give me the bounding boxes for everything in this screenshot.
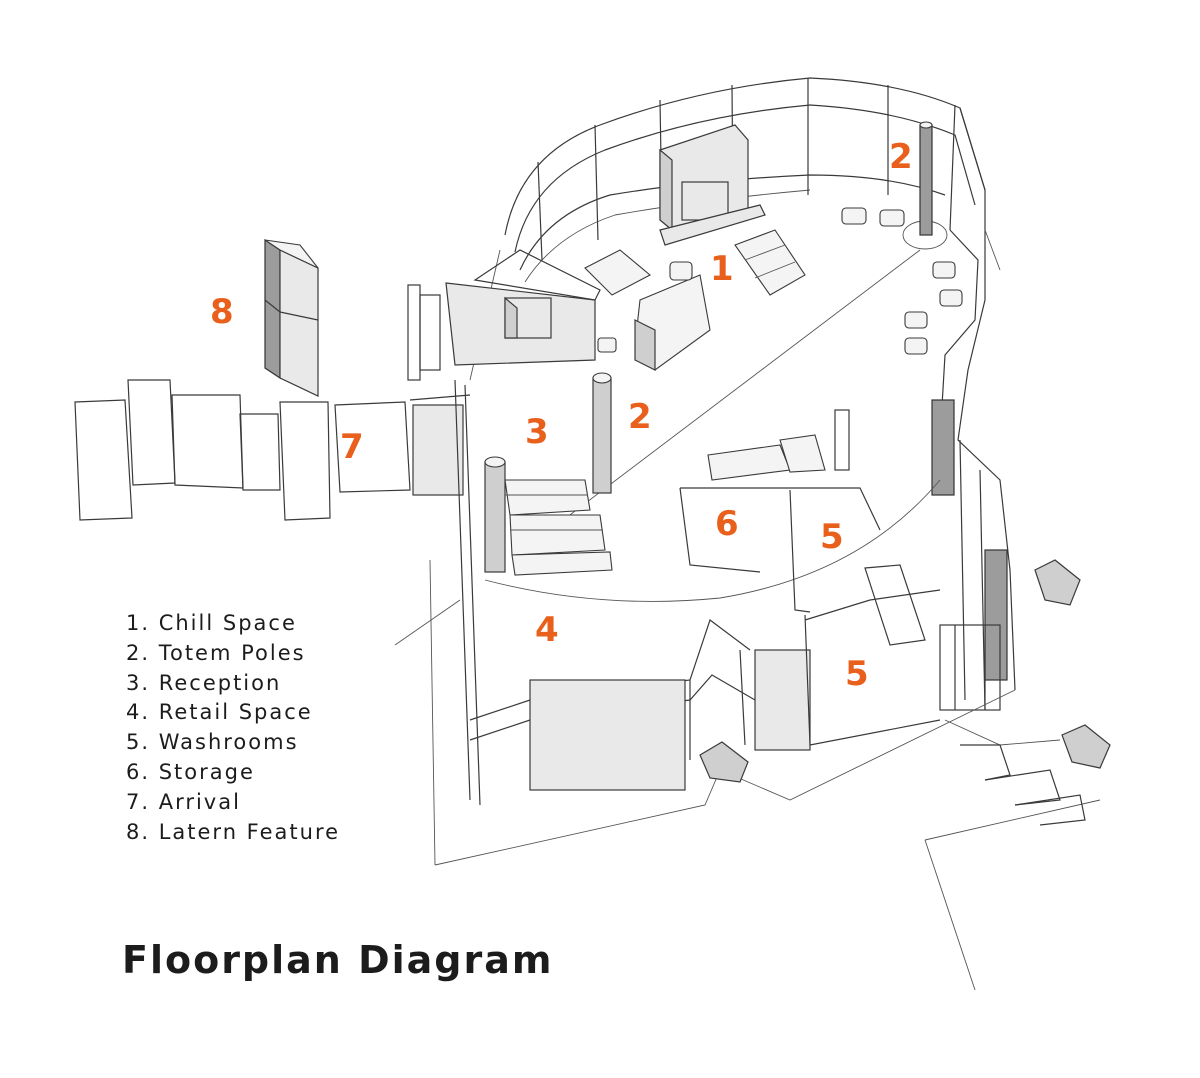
zone-label-lantern-feature: 8 <box>210 292 234 332</box>
zone-label-reception: 3 <box>525 412 549 452</box>
zone-label-washroom-upper: 5 <box>820 517 844 557</box>
legend-item: 5. Washrooms <box>126 730 299 755</box>
totem-pole-right <box>919 121 933 236</box>
lantern-feature <box>264 238 319 397</box>
zone-label-chill-space: 1 <box>710 249 734 289</box>
zone-label-totem-pole-right: 2 <box>889 137 913 177</box>
site-lines <box>394 229 1101 991</box>
partition-wall <box>445 249 601 366</box>
retail-front-wall <box>469 619 756 791</box>
zone-label-totem-pole-center: 2 <box>628 397 652 437</box>
legend-item: 2. Totem Poles <box>126 640 306 665</box>
reception-desk <box>484 372 613 576</box>
legend-item: 8. Latern Feature <box>126 819 341 844</box>
left-wall <box>407 284 481 806</box>
legend: 1. Chill Space 2. Totem Poles 3. Recepti… <box>126 609 340 847</box>
legend-item: 4. Retail Space <box>126 700 313 725</box>
zone-label-washroom-lower: 5 <box>845 654 869 694</box>
fireplace <box>659 124 766 246</box>
diagram-title: Floorplan Diagram <box>122 938 554 982</box>
arrival-pavers <box>74 379 411 521</box>
zone-label-arrival: 7 <box>340 427 364 467</box>
zone-label-storage: 6 <box>715 504 739 544</box>
right-wall <box>931 107 1016 711</box>
legend-item: 1. Chill Space <box>126 611 297 635</box>
lounge-furniture <box>584 207 963 371</box>
site-objects <box>699 559 1111 783</box>
washroom-partitions <box>754 564 1001 751</box>
zone-label-retail-space: 4 <box>535 610 559 650</box>
legend-item: 7. Arrival <box>126 789 241 814</box>
legend-item: 6. Storage <box>126 759 255 784</box>
legend-item: 3. Reception <box>126 670 282 695</box>
storage-area <box>679 409 881 613</box>
